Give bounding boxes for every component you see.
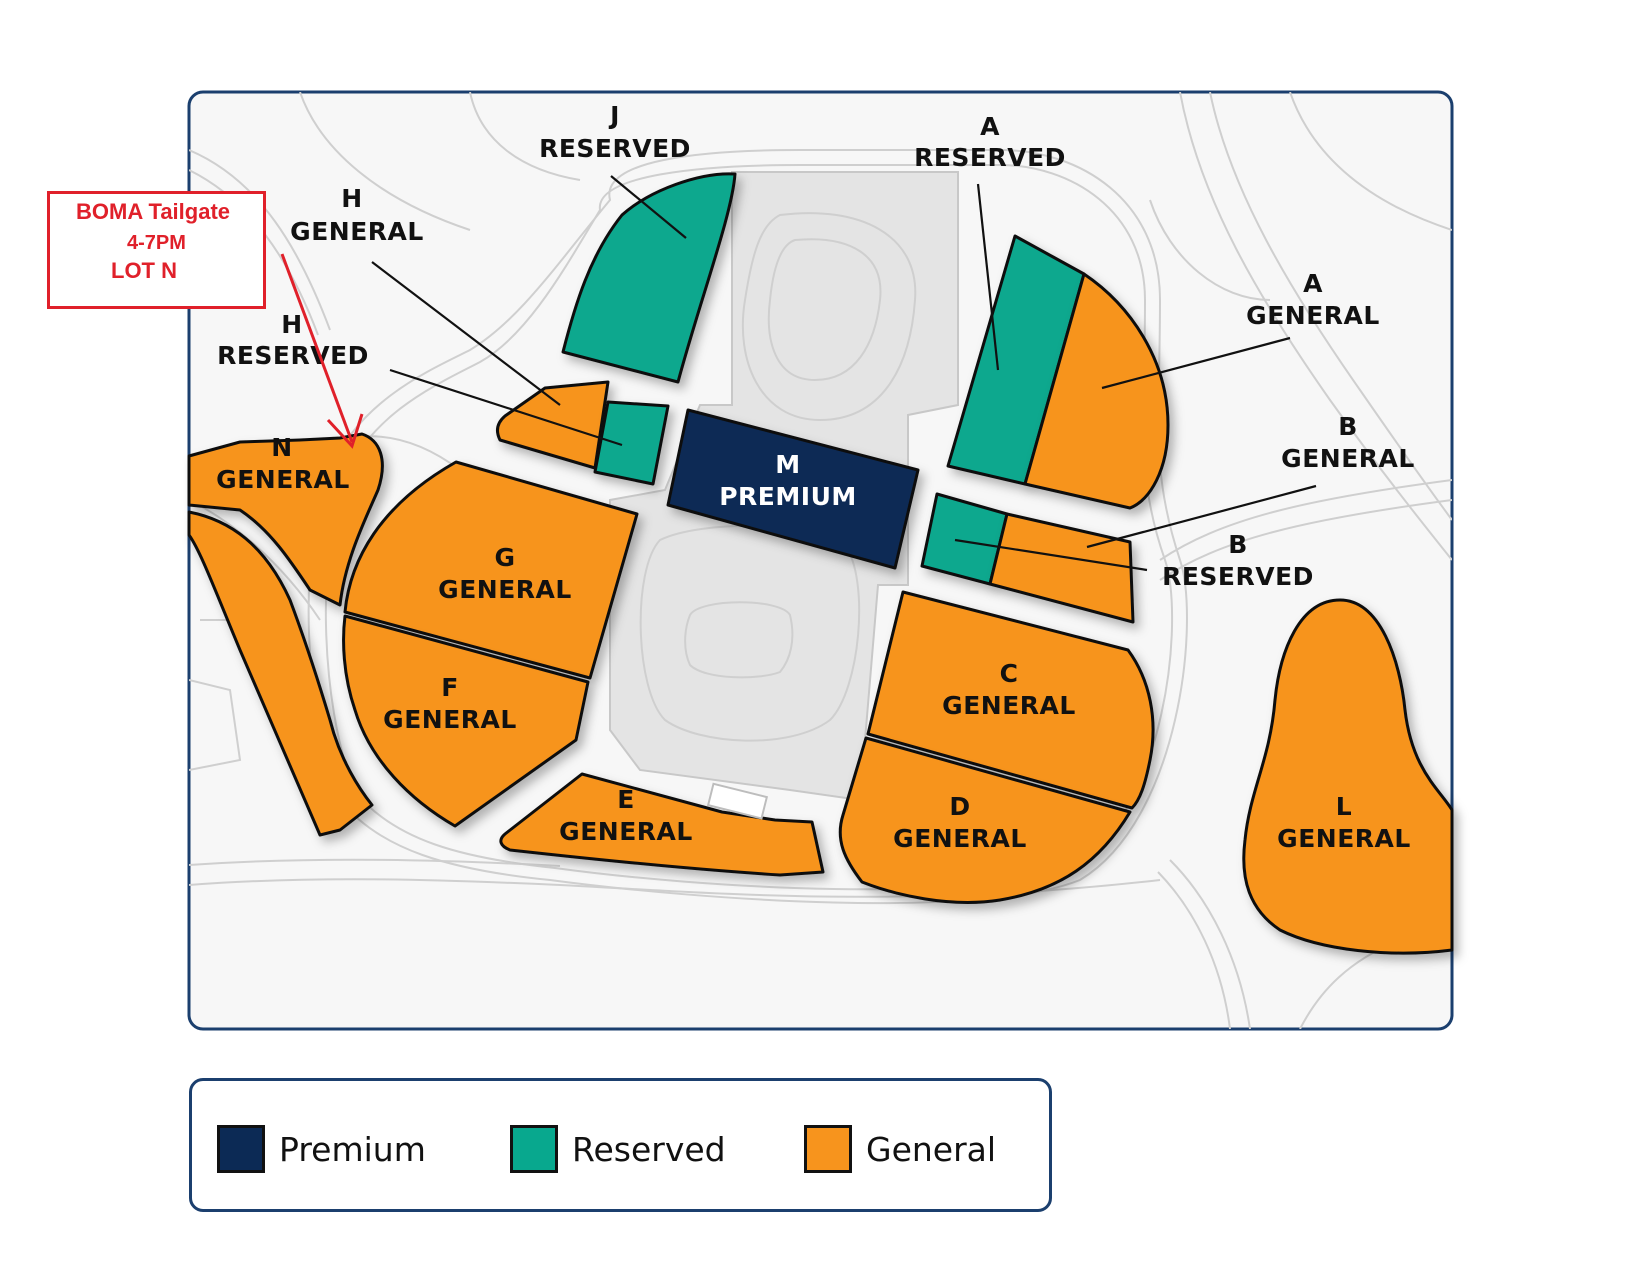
svg-text:GENERAL: GENERAL xyxy=(438,575,572,604)
svg-text:GENERAL: GENERAL xyxy=(290,217,424,246)
label-d-general: D GENERAL xyxy=(893,792,1027,853)
svg-text:GENERAL: GENERAL xyxy=(1281,444,1415,473)
legend-swatch-premium xyxy=(217,1125,265,1173)
svg-text:PREMIUM: PREMIUM xyxy=(719,482,857,511)
callout-lot: LOT N xyxy=(111,258,177,283)
svg-text:GENERAL: GENERAL xyxy=(216,465,350,494)
svg-text:RESERVED: RESERVED xyxy=(217,341,369,370)
svg-text:M: M xyxy=(775,450,800,479)
lot-d-general[interactable] xyxy=(838,736,1132,904)
arrow-icon xyxy=(280,253,364,449)
svg-text:GENERAL: GENERAL xyxy=(942,691,1076,720)
label-a-reserved: A RESERVED xyxy=(914,112,1066,172)
label-g-general: G GENERAL xyxy=(438,543,572,604)
label-b-reserved: B RESERVED xyxy=(1162,530,1314,591)
svg-text:E: E xyxy=(617,785,635,814)
upper-stadium xyxy=(741,212,917,422)
gate-detail xyxy=(706,782,769,820)
legend-label-general: General xyxy=(866,1129,997,1169)
legend-item-premium: Premium xyxy=(217,1123,426,1175)
svg-text:B: B xyxy=(1338,412,1358,441)
label-n-general: N GENERAL xyxy=(216,433,350,494)
label-l-general: L GENERAL xyxy=(1277,792,1411,853)
legend: Premium Reserved General xyxy=(189,1078,1052,1212)
legend-label-premium: Premium xyxy=(279,1129,426,1169)
label-j-reserved: J RESERVED xyxy=(539,101,691,163)
label-h-reserved: H RESERVED xyxy=(217,310,369,370)
svg-text:J: J xyxy=(608,101,620,130)
lot-n-strip[interactable] xyxy=(187,510,374,837)
lot-j-reserved[interactable] xyxy=(561,172,737,384)
lot-n-general[interactable] xyxy=(187,432,384,607)
svg-text:GENERAL: GENERAL xyxy=(1277,824,1411,853)
tailgate-callout xyxy=(47,191,266,309)
callout-title: BOMA Tailgate xyxy=(76,199,231,224)
svg-text:RESERVED: RESERVED xyxy=(914,143,1066,172)
svg-text:N: N xyxy=(271,433,292,462)
label-f-general: F GENERAL xyxy=(383,673,517,734)
svg-text:G: G xyxy=(494,543,515,572)
label-e-general: E GENERAL xyxy=(559,785,693,846)
label-m-premium: M PREMIUM xyxy=(719,450,857,511)
svg-text:D: D xyxy=(949,792,970,821)
callout-time: 4-7PM xyxy=(127,232,186,254)
label-b-general: B GENERAL xyxy=(1281,412,1415,473)
svg-text:H: H xyxy=(281,310,302,339)
svg-text:F: F xyxy=(441,673,459,702)
svg-text:GENERAL: GENERAL xyxy=(893,824,1027,853)
lot-h-general[interactable] xyxy=(496,380,610,470)
legend-swatch-general xyxy=(804,1125,852,1173)
legend-swatch-reserved xyxy=(510,1125,558,1173)
svg-text:L: L xyxy=(1336,792,1352,821)
label-c-general: C GENERAL xyxy=(942,659,1076,720)
svg-text:A: A xyxy=(1303,269,1323,298)
lot-b-general[interactable] xyxy=(988,512,1135,624)
legend-label-reserved: Reserved xyxy=(572,1129,726,1169)
label-h-general: H GENERAL xyxy=(290,184,424,246)
lot-h-reserved[interactable] xyxy=(593,400,670,486)
svg-text:A: A xyxy=(980,112,1000,141)
label-a-general: A GENERAL xyxy=(1246,269,1380,330)
legend-item-general: General xyxy=(804,1123,996,1175)
lot-a-general[interactable] xyxy=(1023,272,1170,510)
lot-e-general[interactable] xyxy=(499,772,825,877)
svg-text:GENERAL: GENERAL xyxy=(1246,301,1380,330)
lot-l-general[interactable] xyxy=(1242,598,1454,955)
svg-text:B: B xyxy=(1228,530,1248,559)
leader-lines xyxy=(371,175,1317,572)
lot-f-general[interactable] xyxy=(342,614,590,828)
lot-m-premium[interactable] xyxy=(666,408,920,570)
svg-text:GENERAL: GENERAL xyxy=(383,705,517,734)
lot-c-general[interactable] xyxy=(866,590,1155,810)
legend-item-reserved: Reserved xyxy=(510,1123,726,1175)
svg-text:C: C xyxy=(1000,659,1019,688)
svg-text:H: H xyxy=(341,184,362,213)
svg-text:GENERAL: GENERAL xyxy=(559,817,693,846)
lot-g-general[interactable] xyxy=(343,460,639,680)
svg-text:RESERVED: RESERVED xyxy=(1162,562,1314,591)
svg-text:RESERVED: RESERVED xyxy=(539,134,691,163)
